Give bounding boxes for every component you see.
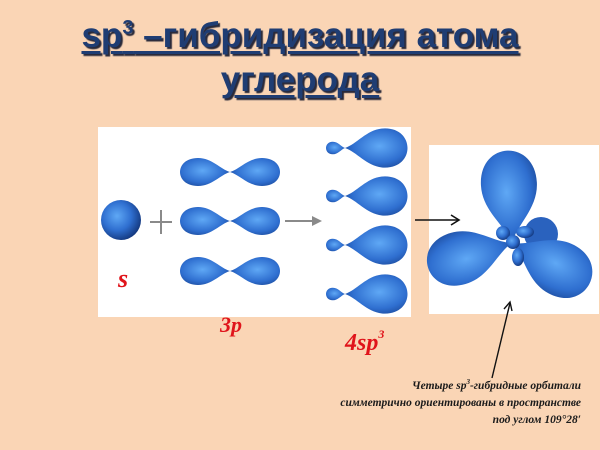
- s-orbital-label: s: [118, 264, 129, 293]
- caption-line-3: под углом 109°28′: [492, 414, 581, 426]
- title-superscript: 3: [122, 17, 134, 39]
- title-line-1: sp3 –гибридизация атома: [0, 14, 600, 58]
- title-line-2: углерода: [220, 60, 380, 99]
- hybrid-label-superscript: 3: [378, 327, 385, 341]
- sp3-orbital-icon: [326, 176, 408, 216]
- caption-arrow-icon: [491, 300, 513, 379]
- caption-superscript: 3: [466, 378, 470, 386]
- caption-line-2: симметрично ориентированы в пространстве: [340, 397, 581, 409]
- sp3-orbital-icon: [326, 274, 408, 314]
- plus-icon: [150, 210, 172, 234]
- caption: Четыре sp3-гибридные орбитали симметричн…: [241, 378, 581, 429]
- caption-line-1: Четыре sp3-гибридные орбитали: [241, 378, 581, 395]
- title-sp: sp: [81, 16, 123, 55]
- slide-title: sp3 –гибридизация атома углерода: [0, 14, 600, 102]
- p-orbitals-label: 3p: [220, 312, 242, 337]
- p-orbital-icon: [180, 207, 280, 235]
- hybrid-orbitals-label: 4sp3: [345, 327, 385, 357]
- hybrid-label-text: 4sp: [345, 330, 379, 356]
- title-rest: –гибридизация атома: [133, 16, 519, 55]
- arrow-to-model-icon: [415, 214, 461, 226]
- sp3-orbital-icon: [326, 225, 408, 265]
- s-orbital-icon: [101, 200, 141, 240]
- sp3-orbital-icon: [326, 128, 408, 168]
- caption-line-1-rest: -гибридные орбитали: [469, 380, 581, 392]
- arrow-right-icon: [285, 216, 322, 226]
- p-orbital-icon: [180, 257, 280, 285]
- caption-line-1-prefix: Четыре sp: [412, 380, 467, 392]
- tetrahedral-orbital-model-icon: [420, 149, 600, 309]
- p-orbital-icon: [180, 158, 280, 186]
